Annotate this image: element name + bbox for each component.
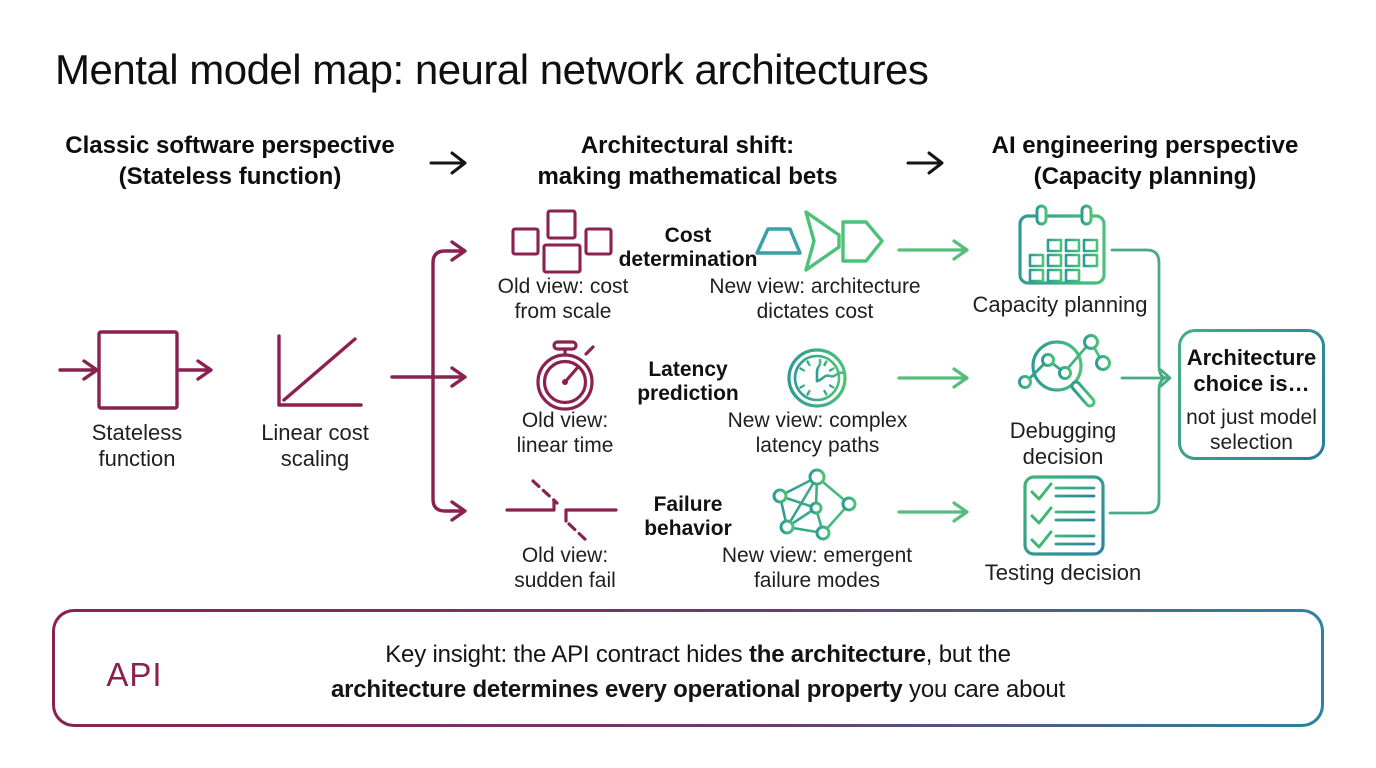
stateless-function-icon	[58, 330, 213, 410]
capacity-planning-icon	[1018, 204, 1106, 285]
testing-icon	[1023, 475, 1105, 556]
page-title: Mental model map: neural network archite…	[55, 46, 929, 93]
row-failure-behavior: Failure behavior	[644, 493, 732, 540]
testing-decision-label: Testing decision	[984, 560, 1142, 585]
insight-part2-bold: the architecture	[748, 641, 926, 668]
latency-old-label: Old view: linear time	[516, 409, 614, 457]
capacity-planning-label: Capacity planning	[972, 292, 1148, 317]
insight-part3: , but the	[925, 641, 1011, 668]
architecture-choice-inner: Architecture choice is… not just model s…	[1181, 332, 1322, 457]
flow-arrow-icon	[429, 151, 944, 175]
debugging-icon	[1018, 334, 1111, 408]
row-cost-determination: Cost determination	[618, 224, 758, 271]
cost-new-icon	[755, 210, 884, 272]
stateless-function-label: Stateless function	[91, 420, 183, 471]
failure-old-label: Old view: sudden fail	[514, 544, 616, 592]
api-label: API	[106, 656, 163, 693]
header-ai-line2: (Capacity planning)	[1033, 163, 1257, 190]
header-shift-line2: making mathematical bets	[537, 163, 838, 190]
insight-part5: you care about	[902, 676, 1065, 703]
architecture-choice-box: Architecture choice is… not just model s…	[1178, 329, 1325, 460]
failure-old-icon	[505, 479, 618, 543]
latency-new-icon	[787, 348, 847, 408]
debugging-decision-label: Debugging decision	[1009, 418, 1117, 469]
header-classic-software: Classic software perspective (Stateless …	[40, 130, 420, 192]
flow-arrow-icon	[897, 239, 969, 523]
branch-arrows-icon	[390, 240, 467, 522]
header-shift-line1: Architectural shift:	[580, 132, 795, 159]
header-classic-line2: (Stateless function)	[118, 163, 342, 190]
merge-brace-icon	[1108, 248, 1172, 515]
key-insight-bar-inner	[55, 612, 1321, 724]
cost-new-label: New view: architecture dictates cost	[709, 275, 921, 323]
header-ai-engineering: AI engineering perspective (Capacity pla…	[965, 130, 1325, 192]
row-latency-prediction: Latency prediction	[637, 358, 739, 405]
architecture-choice-normal: not just model selection	[1186, 406, 1317, 454]
header-ai-line1: AI engineering perspective	[991, 132, 1299, 159]
latency-new-label: New view: complex latency paths	[727, 409, 908, 457]
cost-old-icon	[511, 209, 613, 274]
architecture-choice-bold: Architecture choice is…	[1186, 345, 1317, 396]
failure-new-icon	[772, 468, 857, 541]
insight-part4-bold: architecture determines every operationa…	[331, 676, 903, 703]
header-classic-line1: Classic software perspective	[65, 132, 395, 159]
insight-part1: Key insight: the API contract hides	[385, 641, 749, 668]
key-insight-bar	[52, 609, 1324, 727]
key-insight-text: Key insight: the API contract hides the …	[288, 637, 1108, 707]
linear-cost-label: Linear cost scaling	[261, 420, 369, 471]
cost-old-label: Old view: cost from scale	[497, 275, 629, 323]
failure-new-label: New view: emergent failure modes	[721, 544, 913, 592]
linear-cost-icon	[277, 334, 363, 407]
latency-old-icon	[536, 340, 595, 411]
header-architectural-shift: Architectural shift: making mathematical…	[495, 130, 880, 192]
